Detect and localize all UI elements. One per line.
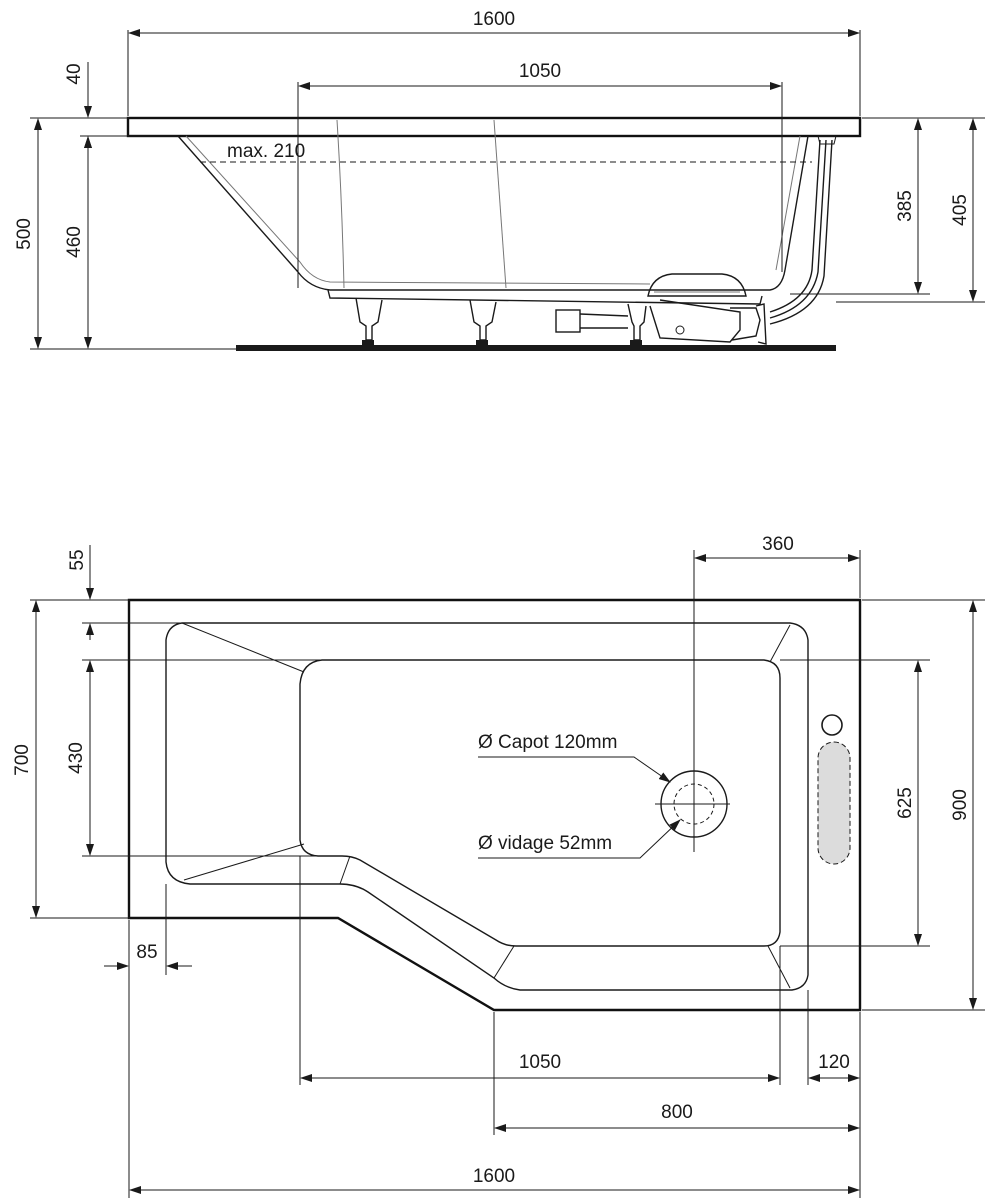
dim-length-inner-top: 1050 [519,1052,561,1073]
drain-icon [655,550,730,852]
dim-depth-total: 405 [950,194,971,226]
dim-length-total-top: 1600 [473,1166,515,1187]
dim-inner-narrow: 430 [66,742,87,774]
water-level-label: max. 210 [227,141,305,162]
top-view: Ø Capot 120mm Ø vidage 52mm 55 700 430 [12,534,985,1198]
tub-basin-floor [299,659,781,947]
dim-height-total: 500 [14,218,35,250]
dim-width-narrow: 700 [12,744,33,776]
floor-line [236,345,836,351]
dim-rim-top: 55 [67,549,88,570]
headrest-icon [647,273,747,297]
dim-length-total: 1600 [473,9,515,30]
tub-panel-line-1 [336,119,345,289]
overflow-pipe-icon [769,135,837,325]
tub-leg-1 [355,297,383,345]
dim-height-tub: 460 [64,226,85,258]
tub-panel-line-3 [775,135,801,271]
dim-depth-inner: 385 [895,190,916,222]
tub-panel-line-2 [493,119,507,289]
label-capot: Ø Capot 120mm [478,732,617,753]
drain-pipe-icon [555,299,767,345]
tub-inner-line [185,135,651,285]
label-vidage: Ø vidage 52mm [478,833,612,854]
overflow-slot-icon [817,741,851,865]
tub-outline-top [127,598,862,1012]
tub-body-outline [177,135,809,291]
side-view: max. 210 [14,9,985,351]
dim-rim-left: 85 [136,942,157,963]
tub-leg-2 [469,299,497,345]
dim-width-wide: 900 [950,789,971,821]
dim-length-inner: 1050 [519,61,561,82]
dim-inner-wide: 625 [895,787,916,819]
tub-leg-3 [627,303,647,345]
overflow-icon [821,714,843,736]
dim-drain-offset: 360 [762,534,794,555]
dim-length-wide: 800 [661,1102,693,1123]
dim-rim-right: 120 [818,1052,850,1073]
tub-base-frame [327,289,763,305]
dim-rim: 40 [64,63,85,84]
